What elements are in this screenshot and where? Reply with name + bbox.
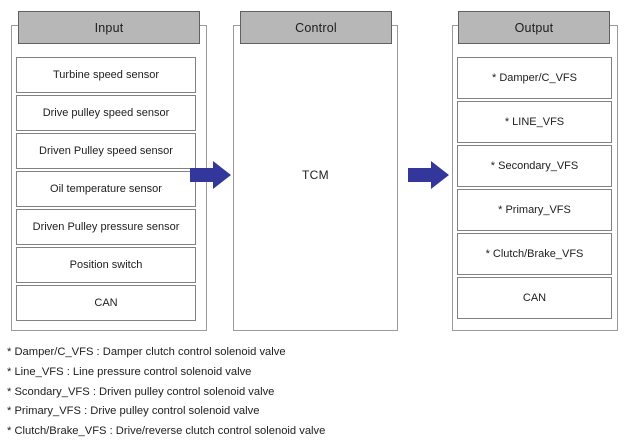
list-item[interactable]: CAN bbox=[16, 285, 196, 321]
control-column-title: Control bbox=[295, 20, 337, 35]
legend: * Damper/C_VFS : Damper clutch control s… bbox=[7, 343, 623, 442]
input-item-list: Turbine speed sensor Drive pulley speed … bbox=[16, 57, 196, 321]
output-item-list: * Damper/C_VFS * LINE_VFS * Secondary_VF… bbox=[457, 57, 612, 319]
control-column-header: Control bbox=[240, 11, 392, 44]
list-item[interactable]: Position switch bbox=[16, 247, 196, 283]
list-item[interactable]: * Clutch/Brake_VFS bbox=[457, 233, 612, 275]
input-column-title: Input bbox=[94, 20, 124, 35]
list-item[interactable]: * Damper/C_VFS bbox=[457, 57, 612, 99]
list-item[interactable]: * Secondary_VFS bbox=[457, 145, 612, 187]
output-column-header: Output bbox=[458, 11, 610, 44]
list-item[interactable]: CAN bbox=[457, 277, 612, 319]
list-item[interactable]: * Primary_VFS bbox=[457, 189, 612, 231]
output-column-title: Output bbox=[514, 20, 554, 35]
list-item[interactable]: Drive pulley speed sensor bbox=[16, 95, 196, 131]
list-item[interactable]: Driven Pulley speed sensor bbox=[16, 133, 196, 169]
legend-line: * Damper/C_VFS : Damper clutch control s… bbox=[7, 346, 286, 358]
list-item[interactable]: Oil temperature sensor bbox=[16, 171, 196, 207]
list-item[interactable]: * LINE_VFS bbox=[457, 101, 612, 143]
legend-line: * Scondary_VFS : Driven pulley control s… bbox=[7, 385, 275, 398]
list-item[interactable]: Driven Pulley pressure sensor bbox=[16, 209, 196, 245]
input-column-header: Input bbox=[18, 11, 200, 44]
arrow-right-icon bbox=[408, 160, 450, 190]
list-item[interactable]: Turbine speed sensor bbox=[16, 57, 196, 93]
control-column-frame bbox=[233, 25, 398, 331]
legend-line: * Line_VFS : Line pressure control solen… bbox=[7, 365, 252, 378]
legend-line: * Primary_VFS : Drive pulley control sol… bbox=[7, 405, 260, 418]
arrow-right-icon bbox=[190, 160, 232, 190]
tcm-label: TCM bbox=[302, 168, 329, 182]
legend-line: * Clutch/Brake_VFS : Drive/reverse clutc… bbox=[7, 425, 326, 438]
